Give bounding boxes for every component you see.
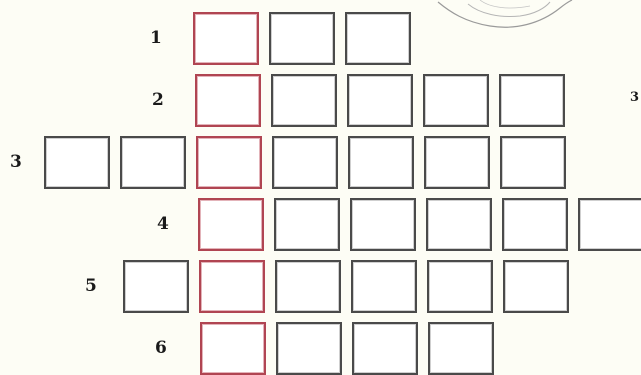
hand-drawing-sketch — [420, 0, 641, 40]
answer-cell[interactable] — [500, 136, 566, 189]
answer-cell[interactable] — [276, 322, 342, 375]
clue-number-3: 3 — [10, 152, 22, 172]
answer-cell[interactable] — [345, 12, 411, 65]
answer-cell[interactable] — [274, 198, 340, 251]
key-cell[interactable] — [196, 136, 262, 189]
clue-number-4: 4 — [157, 214, 169, 234]
answer-cell[interactable] — [578, 198, 641, 251]
key-cell[interactable] — [195, 74, 261, 127]
answer-cell[interactable] — [123, 260, 189, 313]
answer-cell[interactable] — [269, 12, 335, 65]
answer-cell[interactable] — [350, 198, 416, 251]
key-cell[interactable] — [199, 260, 265, 313]
clue-number-6: 6 — [155, 338, 167, 358]
answer-cell[interactable] — [503, 260, 569, 313]
answer-cell[interactable] — [499, 74, 565, 127]
answer-cell[interactable] — [352, 322, 418, 375]
answer-cell[interactable] — [120, 136, 186, 189]
clue-number-2: 2 — [152, 90, 164, 110]
answer-cell[interactable] — [424, 136, 490, 189]
answer-cell[interactable] — [426, 198, 492, 251]
answer-cell[interactable] — [347, 74, 413, 127]
answer-cell[interactable] — [348, 136, 414, 189]
answer-cell[interactable] — [275, 260, 341, 313]
answer-cell[interactable] — [272, 136, 338, 189]
answer-cell[interactable] — [423, 74, 489, 127]
answer-cell[interactable] — [351, 260, 417, 313]
clue-number-1: 1 — [150, 28, 162, 48]
answer-cell[interactable] — [44, 136, 110, 189]
key-cell[interactable] — [198, 198, 264, 251]
answer-cell[interactable] — [428, 322, 494, 375]
key-cell[interactable] — [193, 12, 259, 65]
key-cell[interactable] — [200, 322, 266, 375]
clue-number-5: 5 — [85, 276, 97, 296]
answer-cell[interactable] — [271, 74, 337, 127]
answer-cell[interactable] — [502, 198, 568, 251]
cut-off-clue-number: 3 — [630, 88, 639, 108]
answer-cell[interactable] — [427, 260, 493, 313]
